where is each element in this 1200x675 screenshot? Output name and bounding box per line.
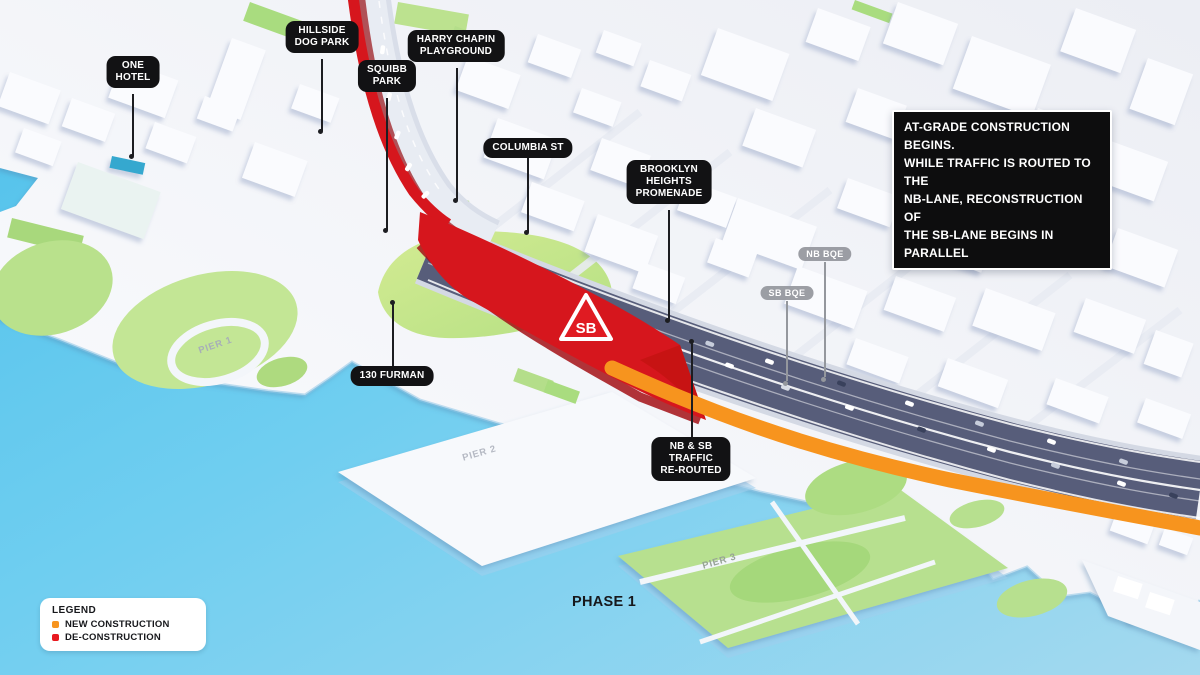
bqe-ramp [347, 0, 501, 256]
label-columbia-st: COLUMBIA ST [483, 138, 573, 158]
leader-dot [689, 339, 694, 344]
pier-3 [618, 488, 1008, 658]
sb-badge-text: SB [576, 320, 597, 337]
leader-dot [453, 198, 458, 203]
tag-nb-bqe: NB BQE [798, 247, 852, 261]
leader-line [392, 304, 394, 367]
phase-title: PHASE 1 [572, 594, 637, 610]
label-brooklyn-heights-promenade: BROOKLYN HEIGHTS PROMENADE [626, 160, 712, 204]
leader-line [132, 94, 134, 156]
leader-line [527, 158, 529, 232]
leader-line [456, 68, 458, 200]
phase-callout: AT-GRADE CONSTRUCTION BEGINS. WHILE TRAF… [892, 110, 1112, 270]
sb-route-badge: SB [558, 292, 614, 349]
leader-dot [383, 228, 388, 233]
cars [380, 45, 1178, 499]
leader-line [786, 301, 788, 381]
leader-dot [821, 377, 826, 382]
label-squibb-park: SQUIBB PARK [357, 60, 417, 92]
label-130-furman: 130 FURMAN [350, 366, 434, 386]
leader-line [668, 210, 670, 320]
de-construction-swatch [52, 634, 59, 641]
wharf [1082, 560, 1200, 650]
leader-dot [390, 300, 395, 305]
leader-dot [524, 230, 529, 235]
legend-title: LEGEND [52, 605, 97, 616]
legend-item-new-construction: NEW CONSTRUCTION [52, 619, 196, 630]
leader-dot [783, 381, 788, 386]
leader-dot [318, 129, 323, 134]
leader-line [691, 343, 693, 438]
leader-line [824, 262, 826, 377]
legend: LEGEND NEW CONSTRUCTION DE-CONSTRUCTION [40, 598, 206, 651]
leader-dot [129, 154, 134, 159]
label-hillside-dog-park: HILLSIDE DOG PARK [285, 21, 359, 53]
tag-sb-bqe: SB BQE [760, 286, 814, 300]
leader-line [321, 59, 323, 131]
label-one-hotel: ONE HOTEL [106, 56, 160, 88]
legend-item-label: NEW CONSTRUCTION [65, 619, 170, 630]
legend-item-label: DE-CONSTRUCTION [65, 632, 161, 643]
leader-line [386, 98, 388, 230]
leader-dot [665, 318, 670, 323]
legend-item-de-construction: DE-CONSTRUCTION [52, 632, 196, 643]
label-nb-sb-traffic-rerouted: NB & SB TRAFFIC RE-ROUTED [651, 437, 731, 481]
new-construction-swatch [52, 621, 59, 628]
label-harry-chapin-playground: HARRY CHAPIN PLAYGROUND [407, 30, 505, 62]
de-construction-overlay [416, 212, 706, 425]
